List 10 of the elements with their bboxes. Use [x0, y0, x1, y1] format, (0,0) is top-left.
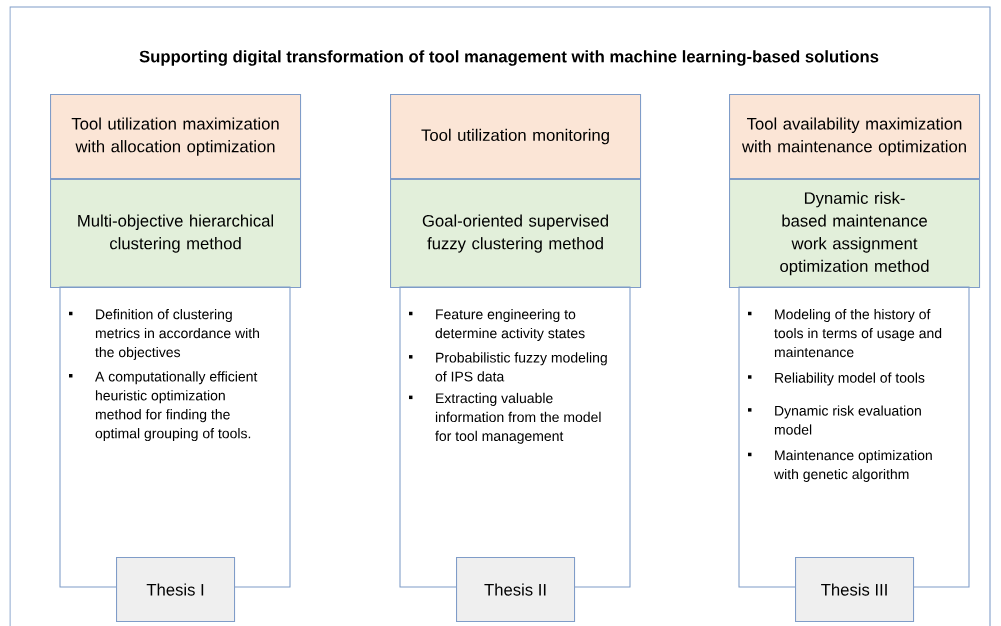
goal-box: Tool utilization monitoring — [390, 94, 642, 180]
goal-box: Tool utilization maximization with allocation optimization — [50, 94, 302, 180]
thesis-box: Thesis II — [456, 557, 576, 623]
method-box: Multi-objective hierarchical clustering method — [50, 179, 302, 289]
method-box: Goal-oriented supervised fuzzy clustering method — [390, 179, 642, 289]
method-box: Dynamic risk-based maintenance work assignment optimization method — [729, 179, 981, 289]
thesis-box: Thesis III — [795, 557, 915, 623]
goal-box: Tool availability maximization with maintenance optimization — [729, 94, 981, 180]
title: Supporting digital transformation of tool management with machine learning-based solutions — [139, 50, 879, 66]
thesis-box: Thesis I — [116, 557, 236, 623]
